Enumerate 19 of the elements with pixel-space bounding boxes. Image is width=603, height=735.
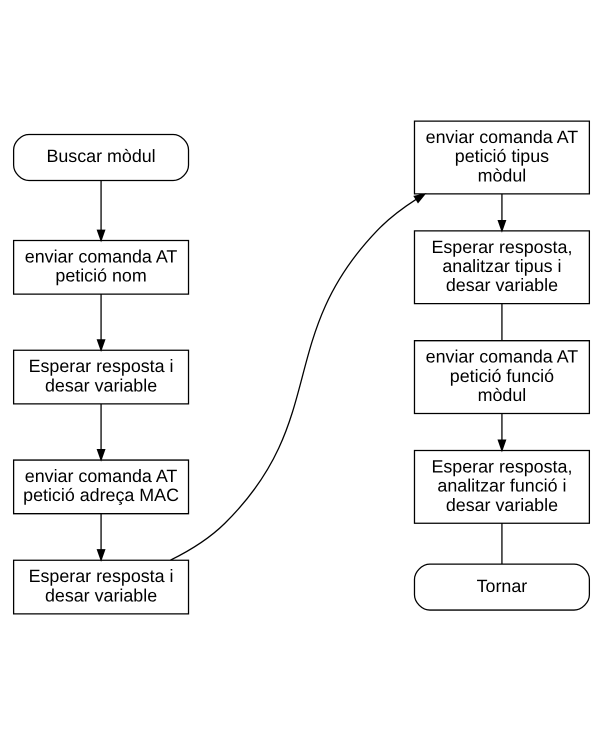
node-box: Esperar resposta, analitzar funció i desar variable <box>414 450 590 524</box>
arrow <box>170 193 426 561</box>
node-box: Buscar mòdul <box>12 134 190 182</box>
connector <box>501 523 503 564</box>
arrow <box>497 413 506 452</box>
node-box: Tornar <box>414 563 590 611</box>
node-box: enviar comanda AT petició nom <box>12 240 190 295</box>
arrow <box>96 404 106 462</box>
node-box: enviar comanda AT petició funció mòdul <box>414 340 590 414</box>
arrow <box>96 180 106 242</box>
node-box: Esperar resposta i desar variable <box>12 350 190 405</box>
connector <box>501 304 503 341</box>
node-box: Esperar resposta, analitzar tipus i desar variable <box>414 230 590 304</box>
node-box: Esperar resposta i desar variable <box>12 560 190 615</box>
node-box: enviar comanda AT petició tipus mòdul <box>414 120 590 195</box>
arrow <box>96 514 106 562</box>
arrow <box>96 294 106 352</box>
node-box: enviar comanda AT petició adreça MAC <box>12 459 190 514</box>
arrow <box>497 194 506 233</box>
